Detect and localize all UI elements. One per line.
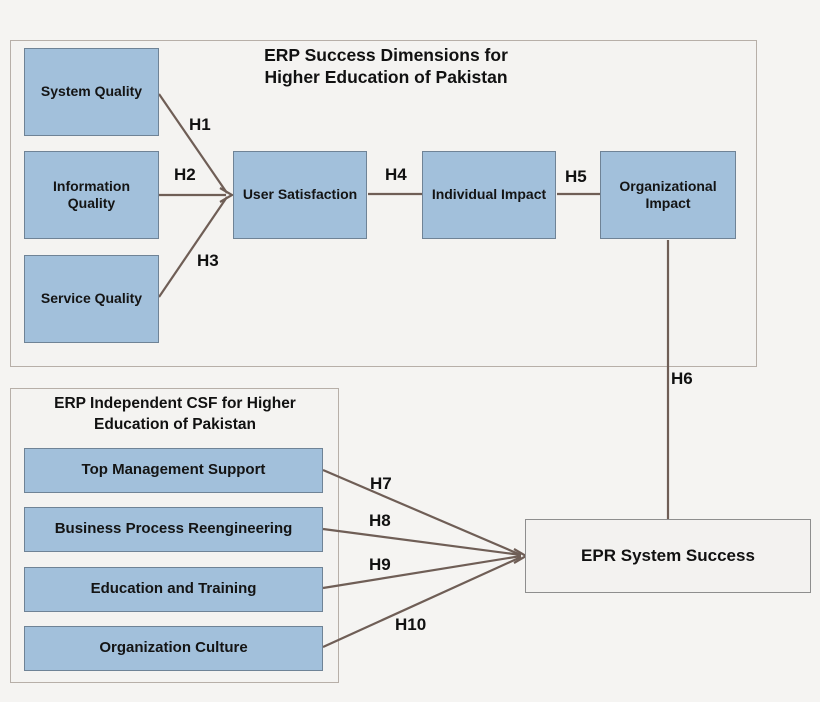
hypothesis-label-h3: H3 — [197, 251, 219, 270]
node-service-quality: Service Quality — [24, 255, 159, 343]
success-panel-title-line2: Higher Education of Pakistan — [264, 67, 508, 87]
node-system-quality: System Quality — [24, 48, 159, 136]
hypothesis-label-h10: H10 — [395, 615, 427, 634]
node-individual-impact: Individual Impact — [422, 151, 556, 239]
node-education-and-training: Education and Training — [24, 567, 323, 612]
node-information-quality: Information Quality — [24, 151, 159, 239]
hypothesis-label-h6: H6 — [671, 369, 693, 388]
hypothesis-label-h8: H8 — [369, 511, 391, 530]
hypothesis-label-h4: H4 — [385, 165, 407, 184]
hypothesis-label-h2: H2 — [174, 165, 196, 184]
hypothesis-label-h5: H5 — [565, 167, 587, 186]
hypothesis-label-h9: H9 — [369, 555, 391, 574]
hypothesis-label-h7: H7 — [370, 474, 392, 493]
csf-panel-title-line2: Education of Pakistan — [94, 416, 256, 433]
node-top-management-support: Top Management Support — [24, 448, 323, 493]
node-epr-system-success: EPR System Success — [525, 519, 811, 593]
csf-panel-title: ERP Independent CSF for Higher Education… — [20, 393, 330, 435]
csf-panel-title-line1: ERP Independent CSF for Higher — [54, 395, 296, 412]
edge-h9-line — [322, 554, 522, 590]
success-panel-title-line1: ERP Success Dimensions for — [264, 45, 508, 65]
node-business-process-reengineering: Business Process Reengineering — [24, 507, 323, 552]
node-organizational-impact: Organizational Impact — [600, 151, 736, 239]
node-organization-culture: Organization Culture — [24, 626, 323, 671]
edge-h8-line — [322, 527, 522, 557]
success-panel-title: ERP Success Dimensions for Higher Educat… — [181, 44, 591, 88]
hypothesis-label-h1: H1 — [189, 115, 211, 134]
node-user-satisfaction: User Satisfaction — [233, 151, 367, 239]
edge-h7-line — [322, 468, 522, 557]
